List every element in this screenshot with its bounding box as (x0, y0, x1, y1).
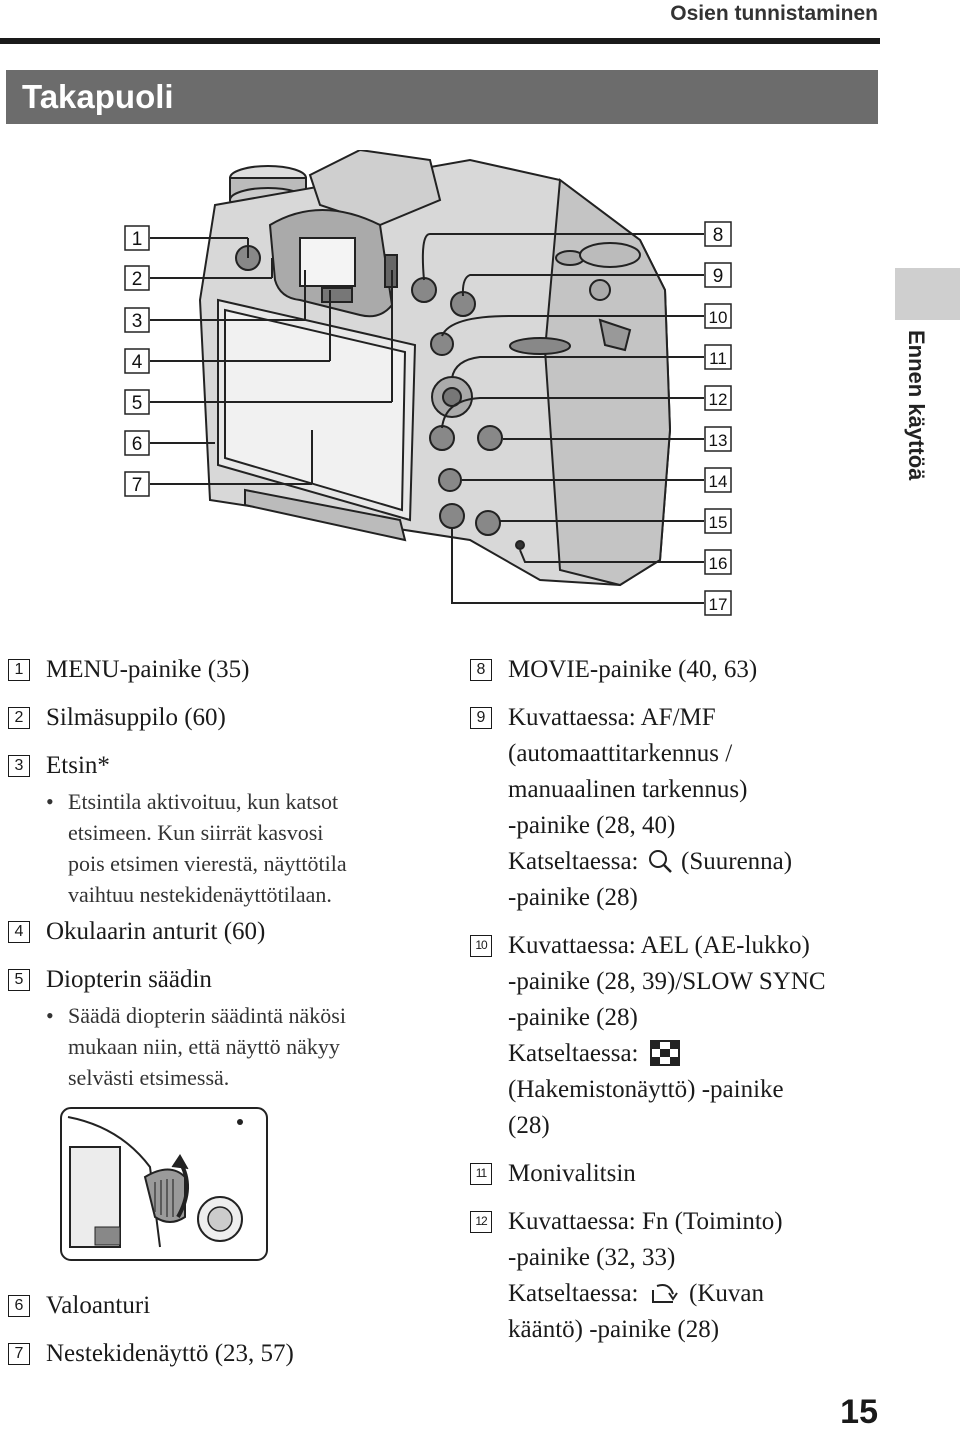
callout-15: 15 (704, 508, 732, 534)
view-prefix: Katseltaessa: (508, 848, 639, 875)
item-text: Nestekidenäyttö (23, 57) (46, 1340, 294, 1367)
callout-11: 11 (704, 344, 732, 370)
legend-item-8: 8 MOVIE-painike (40, 63) (470, 652, 890, 688)
callout-3: 3 (124, 307, 150, 333)
header-rule (0, 38, 880, 44)
magnifier-icon (648, 850, 672, 873)
legend-item-11: 11 Monivalitsin (470, 1156, 890, 1192)
index-grid-icon (649, 1040, 680, 1066)
callout-2: 2 (124, 265, 150, 291)
callout-16: 16 (704, 549, 732, 575)
view-prefix: Katseltaessa: (508, 1280, 639, 1307)
svg-text:15: 15 (709, 513, 728, 532)
svg-text:10: 10 (709, 308, 728, 327)
svg-text:9: 9 (713, 266, 724, 287)
item-number: 2 (8, 707, 30, 729)
legend-left-column: 1 MENU-painike (35) 2 Silmäsuppilo (60) … (8, 652, 448, 1384)
callout-13: 13 (704, 426, 732, 452)
svg-text:4: 4 (132, 352, 143, 373)
svg-text:16: 16 (709, 554, 728, 573)
callout-10: 10 (704, 303, 732, 329)
legend-item-4: 4 Okulaarin anturit (60) (8, 914, 448, 950)
item-number: 7 (8, 1343, 30, 1365)
item-number: 4 (8, 921, 30, 943)
item-text: Okulaarin anturit (60) (46, 918, 266, 945)
item-number: 9 (470, 707, 492, 729)
callout-7: 7 (124, 471, 150, 497)
item-number: 12 (470, 1211, 492, 1233)
callout-5: 5 (124, 389, 150, 415)
item-text: Valoanturi (46, 1292, 151, 1319)
svg-text:8: 8 (713, 225, 724, 246)
item-number: 1 (8, 659, 30, 681)
item-number: 8 (470, 659, 492, 681)
svg-text:7: 7 (132, 475, 143, 496)
item-text: MENU-painike (35) (46, 656, 250, 683)
item-number: 10 (470, 935, 492, 957)
item-number: 5 (8, 969, 30, 991)
legend-item-5: 5 Diopterin säädin Säädä diopterin säädi… (8, 962, 448, 1093)
legend-item-2: 2 Silmäsuppilo (60) (8, 700, 448, 736)
legend-item-6: 6 Valoanturi (8, 1288, 448, 1324)
legend-right-column: 8 MOVIE-painike (40, 63) 9 Kuvattaessa: … (470, 652, 890, 1360)
svg-text:14: 14 (709, 472, 728, 491)
callout-17: 17 (704, 590, 732, 616)
item-text: Silmäsuppilo (60) (46, 704, 226, 731)
legend-item-9: 9 Kuvattaessa: AF/MF (automaattitarkennu… (470, 700, 890, 916)
svg-text:1: 1 (132, 229, 143, 250)
rotate-image-icon (651, 1284, 678, 1303)
item-text: Diopterin säädin (46, 966, 212, 993)
legend-item-12: 12 Kuvattaessa: Fn (Toiminto) -painike (… (470, 1204, 890, 1348)
svg-text:6: 6 (132, 434, 143, 455)
side-tab-marker (895, 268, 960, 320)
callout-1: 1 (124, 225, 150, 251)
item-number: 11 (470, 1163, 492, 1185)
svg-text:3: 3 (132, 311, 143, 332)
callout-6: 6 (124, 430, 150, 456)
legend-item-7: 7 Nestekidenäyttö (23, 57) (8, 1336, 448, 1372)
item-text: Monivalitsin (508, 1160, 636, 1187)
svg-text:13: 13 (709, 431, 728, 450)
item-text: Etsin* (46, 752, 110, 779)
svg-text:17: 17 (709, 595, 728, 614)
svg-text:5: 5 (132, 393, 143, 414)
callout-4: 4 (124, 348, 150, 374)
view-prefix: Katseltaessa: (508, 1040, 639, 1067)
page-number: 15 (840, 1393, 878, 1431)
svg-text:11: 11 (709, 349, 727, 368)
running-head: Osien tunnistaminen (670, 2, 878, 25)
legend-item-3: 3 Etsin* Etsintila aktivoituu, kun katso… (8, 748, 448, 910)
camera-rear-illustration: 1 2 3 4 5 6 7 8 9 10 11 12 13 14 15 16 1… (124, 150, 732, 616)
legend-item-10: 10 Kuvattaessa: AEL (AE-lukko) -painike … (470, 928, 890, 1144)
item-number: 3 (8, 755, 30, 777)
bullet-note: Etsintila aktivoituu, kun katsot etsimee… (46, 786, 448, 910)
callout-8: 8 (704, 221, 732, 247)
item-text: MOVIE-painike (40, 63) (508, 656, 758, 683)
callout-9: 9 (704, 262, 732, 288)
section-title: Takapuoli (6, 70, 878, 124)
legend-item-1: 1 MENU-painike (35) (8, 652, 448, 688)
item-number: 6 (8, 1295, 30, 1317)
svg-text:2: 2 (132, 269, 143, 290)
svg-text:12: 12 (709, 390, 728, 409)
callout-14: 14 (704, 467, 732, 493)
side-tab-label: Ennen käyttöä (904, 330, 929, 481)
diopter-adjustment-illustration (60, 1107, 268, 1261)
callout-12: 12 (704, 385, 732, 411)
bullet-note: Säädä diopterin säädintä näkösi mukaan n… (46, 1000, 448, 1093)
